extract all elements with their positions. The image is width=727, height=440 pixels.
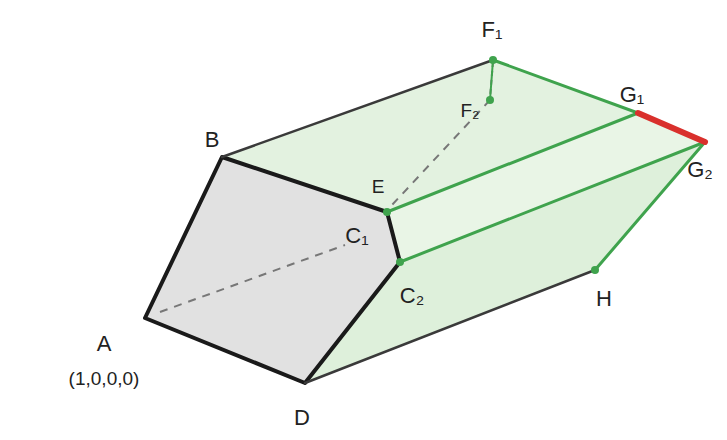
red-edge <box>638 113 705 142</box>
green-edge <box>490 60 493 100</box>
vertex-label: G₂ <box>687 159 713 181</box>
vertex-dot <box>486 96 494 104</box>
vertex-label: E <box>372 177 385 196</box>
vertex-label: F₂ <box>461 101 480 120</box>
vertex-label: C₂ <box>400 285 424 307</box>
coordinate-label: (1,0,0,0) <box>69 369 140 388</box>
vertex-dot <box>383 208 391 216</box>
vertex-dot <box>396 258 404 266</box>
bottom-face <box>305 142 705 383</box>
vertex-label: F₁ <box>482 19 503 41</box>
vertex-label: B <box>205 129 220 151</box>
vertex-label: G₁ <box>620 84 645 106</box>
black-edge <box>305 270 595 383</box>
black-edge <box>145 157 400 383</box>
green-edge <box>387 113 638 212</box>
vertex-label: H <box>596 288 612 310</box>
hidden-edge <box>160 245 345 312</box>
green-edge <box>493 60 638 113</box>
vertex-dot <box>591 266 599 274</box>
green-edge <box>400 142 705 262</box>
vertex-label: D <box>294 407 310 429</box>
vertex-dot <box>489 56 497 64</box>
vertex-label: A <box>97 333 112 355</box>
vertex-label: C₁ <box>345 225 368 247</box>
black-edge <box>222 60 493 157</box>
